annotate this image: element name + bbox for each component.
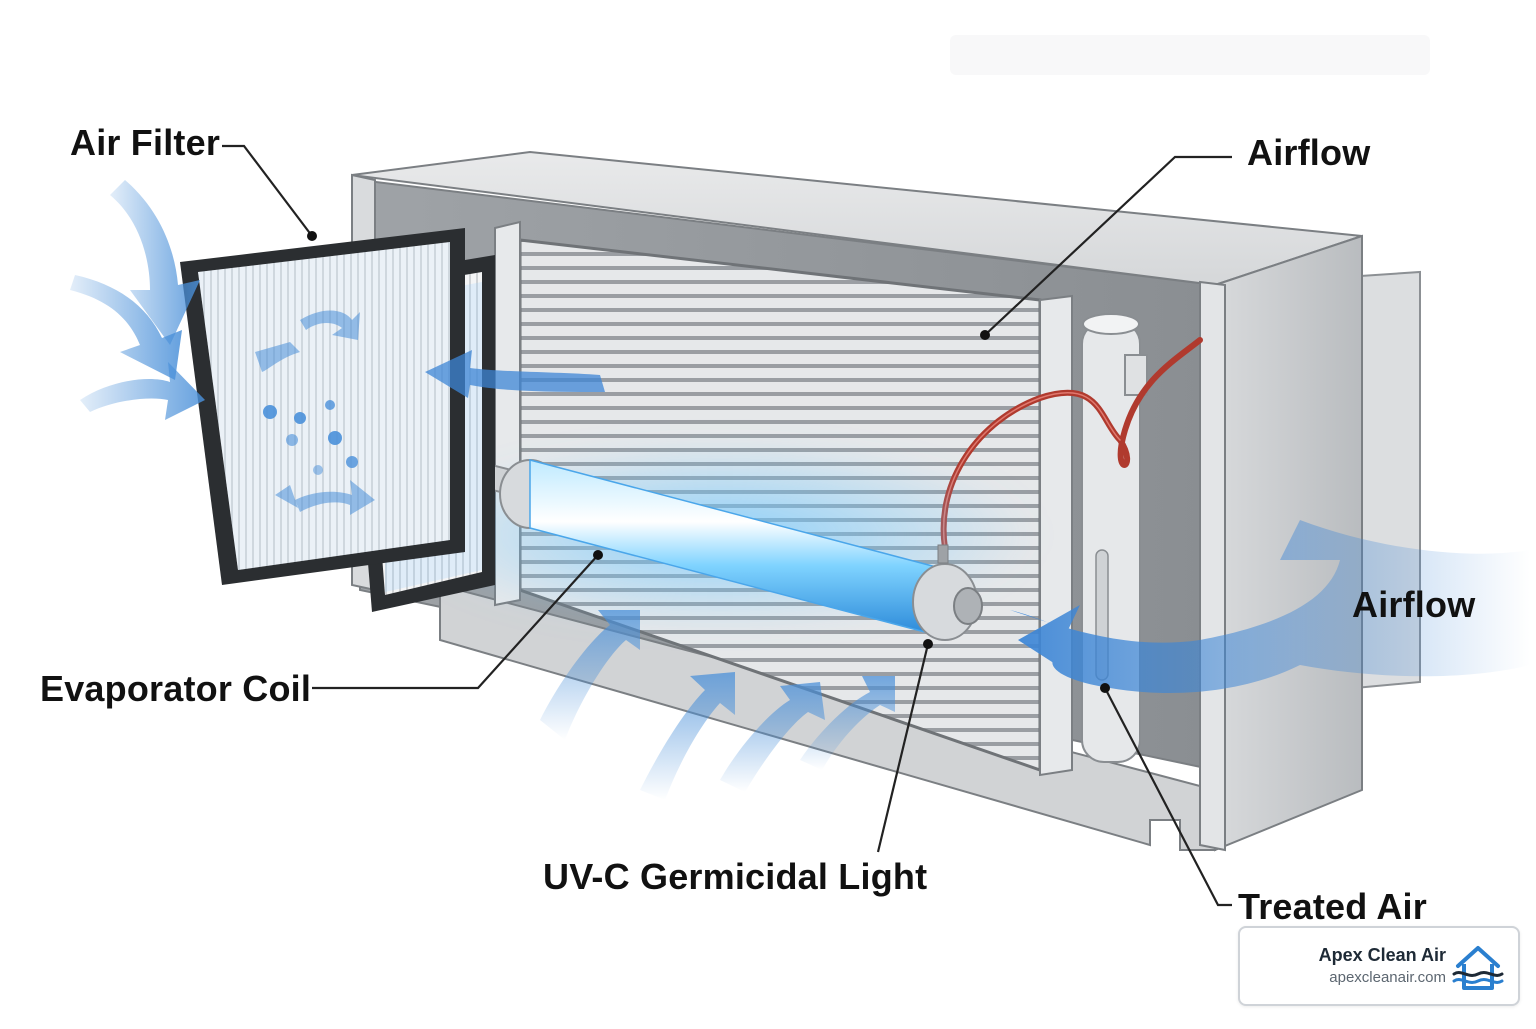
brand-name: Apex Clean Air <box>1318 945 1446 965</box>
evaporator-coil-label: Evaporator Coil <box>40 668 312 709</box>
callout-leader-lines <box>222 144 1232 907</box>
callout-dots <box>307 231 1110 693</box>
air-filter <box>180 228 465 585</box>
house-wave-icon <box>1452 946 1504 990</box>
brand-card: Apex Clean Air apexcleanair.com <box>1238 926 1520 1006</box>
treated-air-label: Treated Air <box>1238 886 1427 927</box>
outgoing-airflow-arrow <box>1010 520 1530 694</box>
brand-text: Apex Clean Air apexcleanair.com <box>1319 944 1446 988</box>
lamp-mount-bracket <box>1081 313 1148 763</box>
air-filter-label: Air Filter <box>70 122 221 163</box>
brand-url: apexcleanair.com <box>1329 969 1446 986</box>
filter-swirl-arrows <box>255 310 375 515</box>
uvc-light-label: UV-C Germicidal Light <box>543 856 928 897</box>
particles <box>263 400 358 475</box>
incoming-airflow-arrows <box>70 180 205 420</box>
airflow-top-label: Airflow <box>1247 132 1371 173</box>
faint-watermark <box>950 35 1430 75</box>
coil-airflow-arrow <box>425 350 605 398</box>
bottom-airflow-arrows <box>540 610 895 800</box>
airflow-right-label: Airflow <box>1352 584 1476 625</box>
